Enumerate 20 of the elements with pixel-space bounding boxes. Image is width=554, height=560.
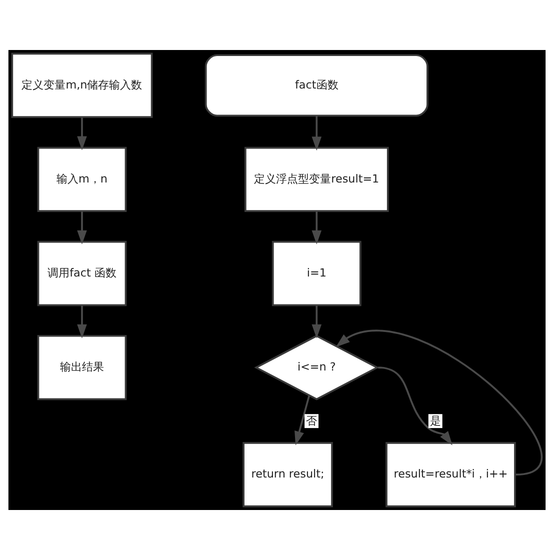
node-box: 输出结果 — [37, 334, 127, 400]
edge-label: 是 — [430, 414, 441, 428]
node-box: fact函数 — [204, 54, 428, 117]
node-box: 输入m，n — [37, 146, 127, 212]
arrow — [312, 305, 322, 338]
arrow — [77, 211, 87, 244]
node-box: result=result*i，i++ — [386, 442, 516, 508]
arrow — [77, 305, 87, 338]
edge-label: 否 — [306, 414, 317, 428]
arrow — [312, 211, 322, 244]
node-box: 定义变量m,n储存输入数 — [11, 52, 153, 118]
node-box: 调用fact 函数 — [37, 240, 127, 306]
arrow — [336, 330, 542, 476]
node-box: 定义浮点型变量result=1 — [244, 146, 389, 212]
arrow — [294, 395, 310, 446]
node-box: return result; — [242, 442, 333, 508]
node-box: i=1 — [272, 240, 362, 306]
arrow — [312, 116, 322, 151]
arrow — [77, 117, 87, 150]
arrow — [378, 366, 452, 446]
